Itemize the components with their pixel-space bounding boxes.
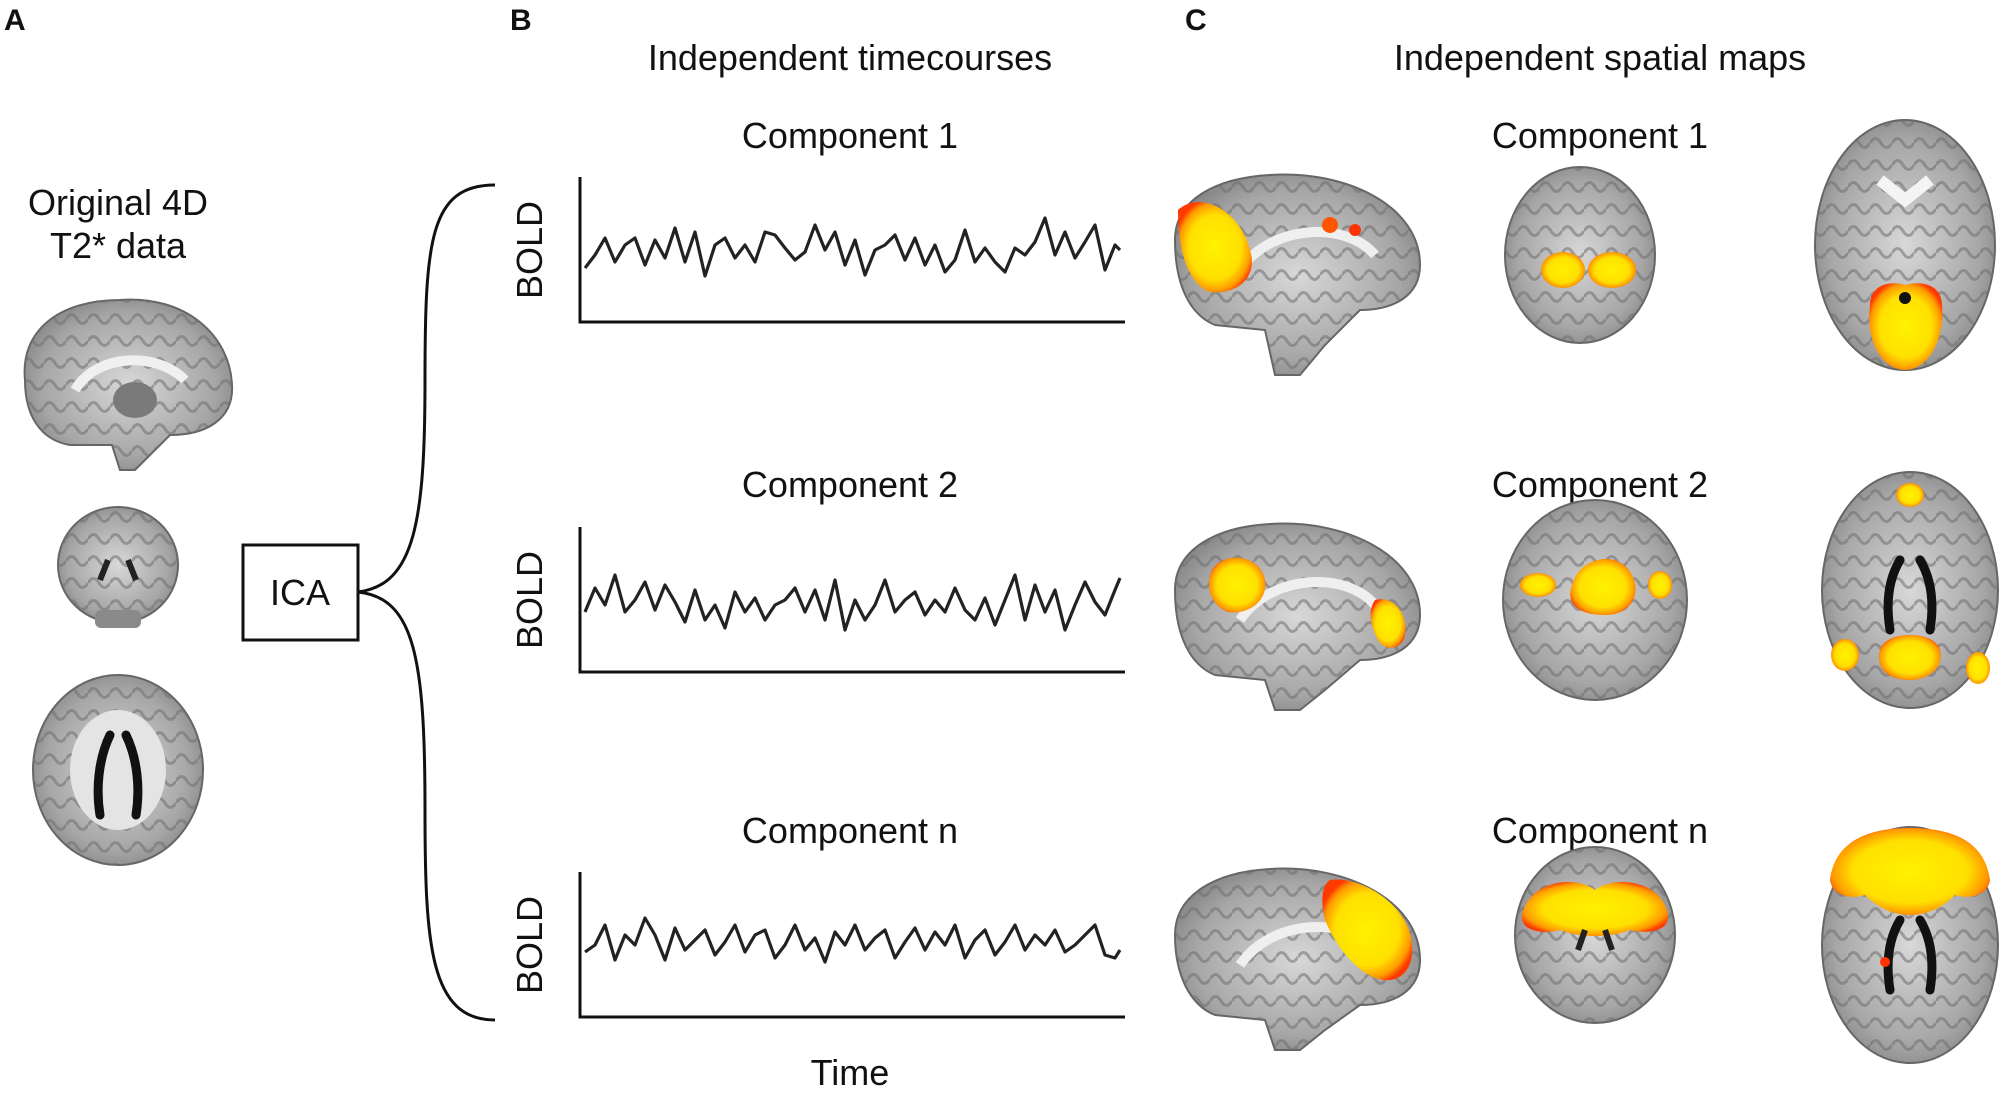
component-1-label-b: Component 1 [742, 115, 958, 156]
time-xlabel: Time [811, 1052, 890, 1093]
component-1-sagittal-map [1173, 173, 1422, 376]
timecourse-trace-3 [584, 916, 1122, 964]
component-1-coronal-map [1504, 166, 1656, 344]
panel-c-letter: C [1185, 4, 1207, 37]
component-n-label-b: Component n [742, 810, 958, 851]
component-1-axial-map [1814, 119, 1996, 371]
component-n-label-c: Component n [1492, 810, 1708, 851]
component-n-axial-map [1821, 826, 1999, 1064]
timecourse-plot-2: BOLD [509, 527, 1125, 674]
timecourse-trace-2 [583, 573, 1122, 632]
original-coronal-brain [57, 506, 179, 628]
component-2-axial-map [1821, 471, 1999, 709]
component-n-sagittal-map [1173, 867, 1422, 1051]
ica-label: ICA [270, 572, 330, 613]
panel-a-title-line2: T2* data [50, 225, 187, 266]
panel-b-title: Independent timecourses [648, 37, 1052, 78]
component-2-label-c: Component 2 [1492, 464, 1708, 505]
original-axial-brain [32, 674, 204, 866]
timecourse-trace-1 [583, 216, 1122, 278]
panel-b-letter: B [510, 4, 532, 37]
panel-a-letter: A [4, 4, 26, 37]
component-n-coronal-map [1514, 846, 1676, 1024]
timecourse-plot-1: BOLD [509, 177, 1125, 324]
component-1-label-c: Component 1 [1492, 115, 1708, 156]
bold-ylabel-3: BOLD [509, 896, 550, 994]
bold-ylabel-2: BOLD [509, 551, 550, 649]
panel-c-title: Independent spatial maps [1394, 37, 1806, 78]
panel-a-title-line1: Original 4D [28, 182, 208, 223]
component-2-coronal-map [1502, 499, 1688, 701]
timecourse-plot-3: BOLD [509, 872, 1125, 1019]
ica-brace [357, 183, 496, 1022]
bold-ylabel-1: BOLD [509, 201, 550, 299]
original-sagittal-brain [23, 298, 234, 471]
component-2-label-b: Component 2 [742, 464, 958, 505]
component-2-sagittal-map [1173, 522, 1422, 711]
